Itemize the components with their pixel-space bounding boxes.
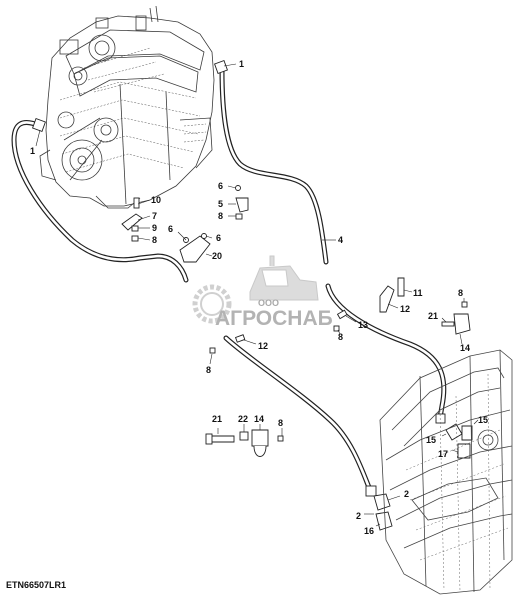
leader-lines <box>35 63 479 527</box>
callout-12-a: 12 <box>400 304 410 314</box>
callout-8-b: 8 <box>218 211 223 221</box>
watermark-prefix: ООО <box>258 298 279 308</box>
callout-6-b: 6 <box>168 224 173 234</box>
callout-1-top: 1 <box>239 59 244 69</box>
engine-illustration <box>39 5 215 209</box>
callout-15-b: 15 <box>426 435 436 445</box>
tractor-logo-icon <box>249 255 319 301</box>
callout-13: 13 <box>358 320 368 330</box>
callout-21-b: 21 <box>212 414 222 424</box>
callout-22: 22 <box>238 414 248 424</box>
bolt-10-part <box>133 197 140 209</box>
callout-5: 5 <box>218 199 223 209</box>
callout-11: 11 <box>413 288 423 298</box>
callout-14-a: 14 <box>460 343 470 353</box>
callout-10: 10 <box>151 195 161 205</box>
callout-8-f: 8 <box>278 418 283 428</box>
callout-20: 20 <box>212 251 222 261</box>
nut-8-a-part <box>131 235 139 242</box>
gear-logo-icon <box>192 284 232 324</box>
callout-labels: 1 1 10 7 9 8 6 5 8 4 6 6 20 11 12 8 21 1… <box>30 59 488 536</box>
callout-6-a: 6 <box>218 181 223 191</box>
callout-9: 9 <box>152 223 157 233</box>
callout-1-left: 1 <box>30 146 35 156</box>
watermark-brand: АГРОСНАБ <box>215 307 333 330</box>
callout-6-c: 6 <box>216 233 221 243</box>
callout-8-c: 8 <box>458 288 463 298</box>
callout-21-a: 21 <box>428 311 438 321</box>
hose-line <box>11 60 447 497</box>
callout-7: 7 <box>152 211 157 221</box>
callout-14-b: 14 <box>254 414 264 424</box>
hardware-parts <box>121 185 473 531</box>
watermark: ООО АГРОСНАБ <box>192 255 333 330</box>
cab-frame-illustration <box>379 349 513 595</box>
drawing-code-label: ETN66507LR1 <box>6 580 66 590</box>
clip-7-part <box>121 213 143 231</box>
fastener-kit <box>205 429 284 457</box>
callout-2-b: 2 <box>356 511 361 521</box>
callout-15-a: 15 <box>478 415 488 425</box>
callout-17: 17 <box>438 449 448 459</box>
callout-4: 4 <box>338 235 343 245</box>
callout-8-e: 8 <box>206 365 211 375</box>
washer-9-part <box>131 225 139 232</box>
callout-2-a: 2 <box>404 489 409 499</box>
callout-8-d: 8 <box>338 332 343 342</box>
callout-16: 16 <box>364 526 374 536</box>
callout-8-a: 8 <box>152 235 157 245</box>
callout-12-b: 12 <box>258 341 268 351</box>
